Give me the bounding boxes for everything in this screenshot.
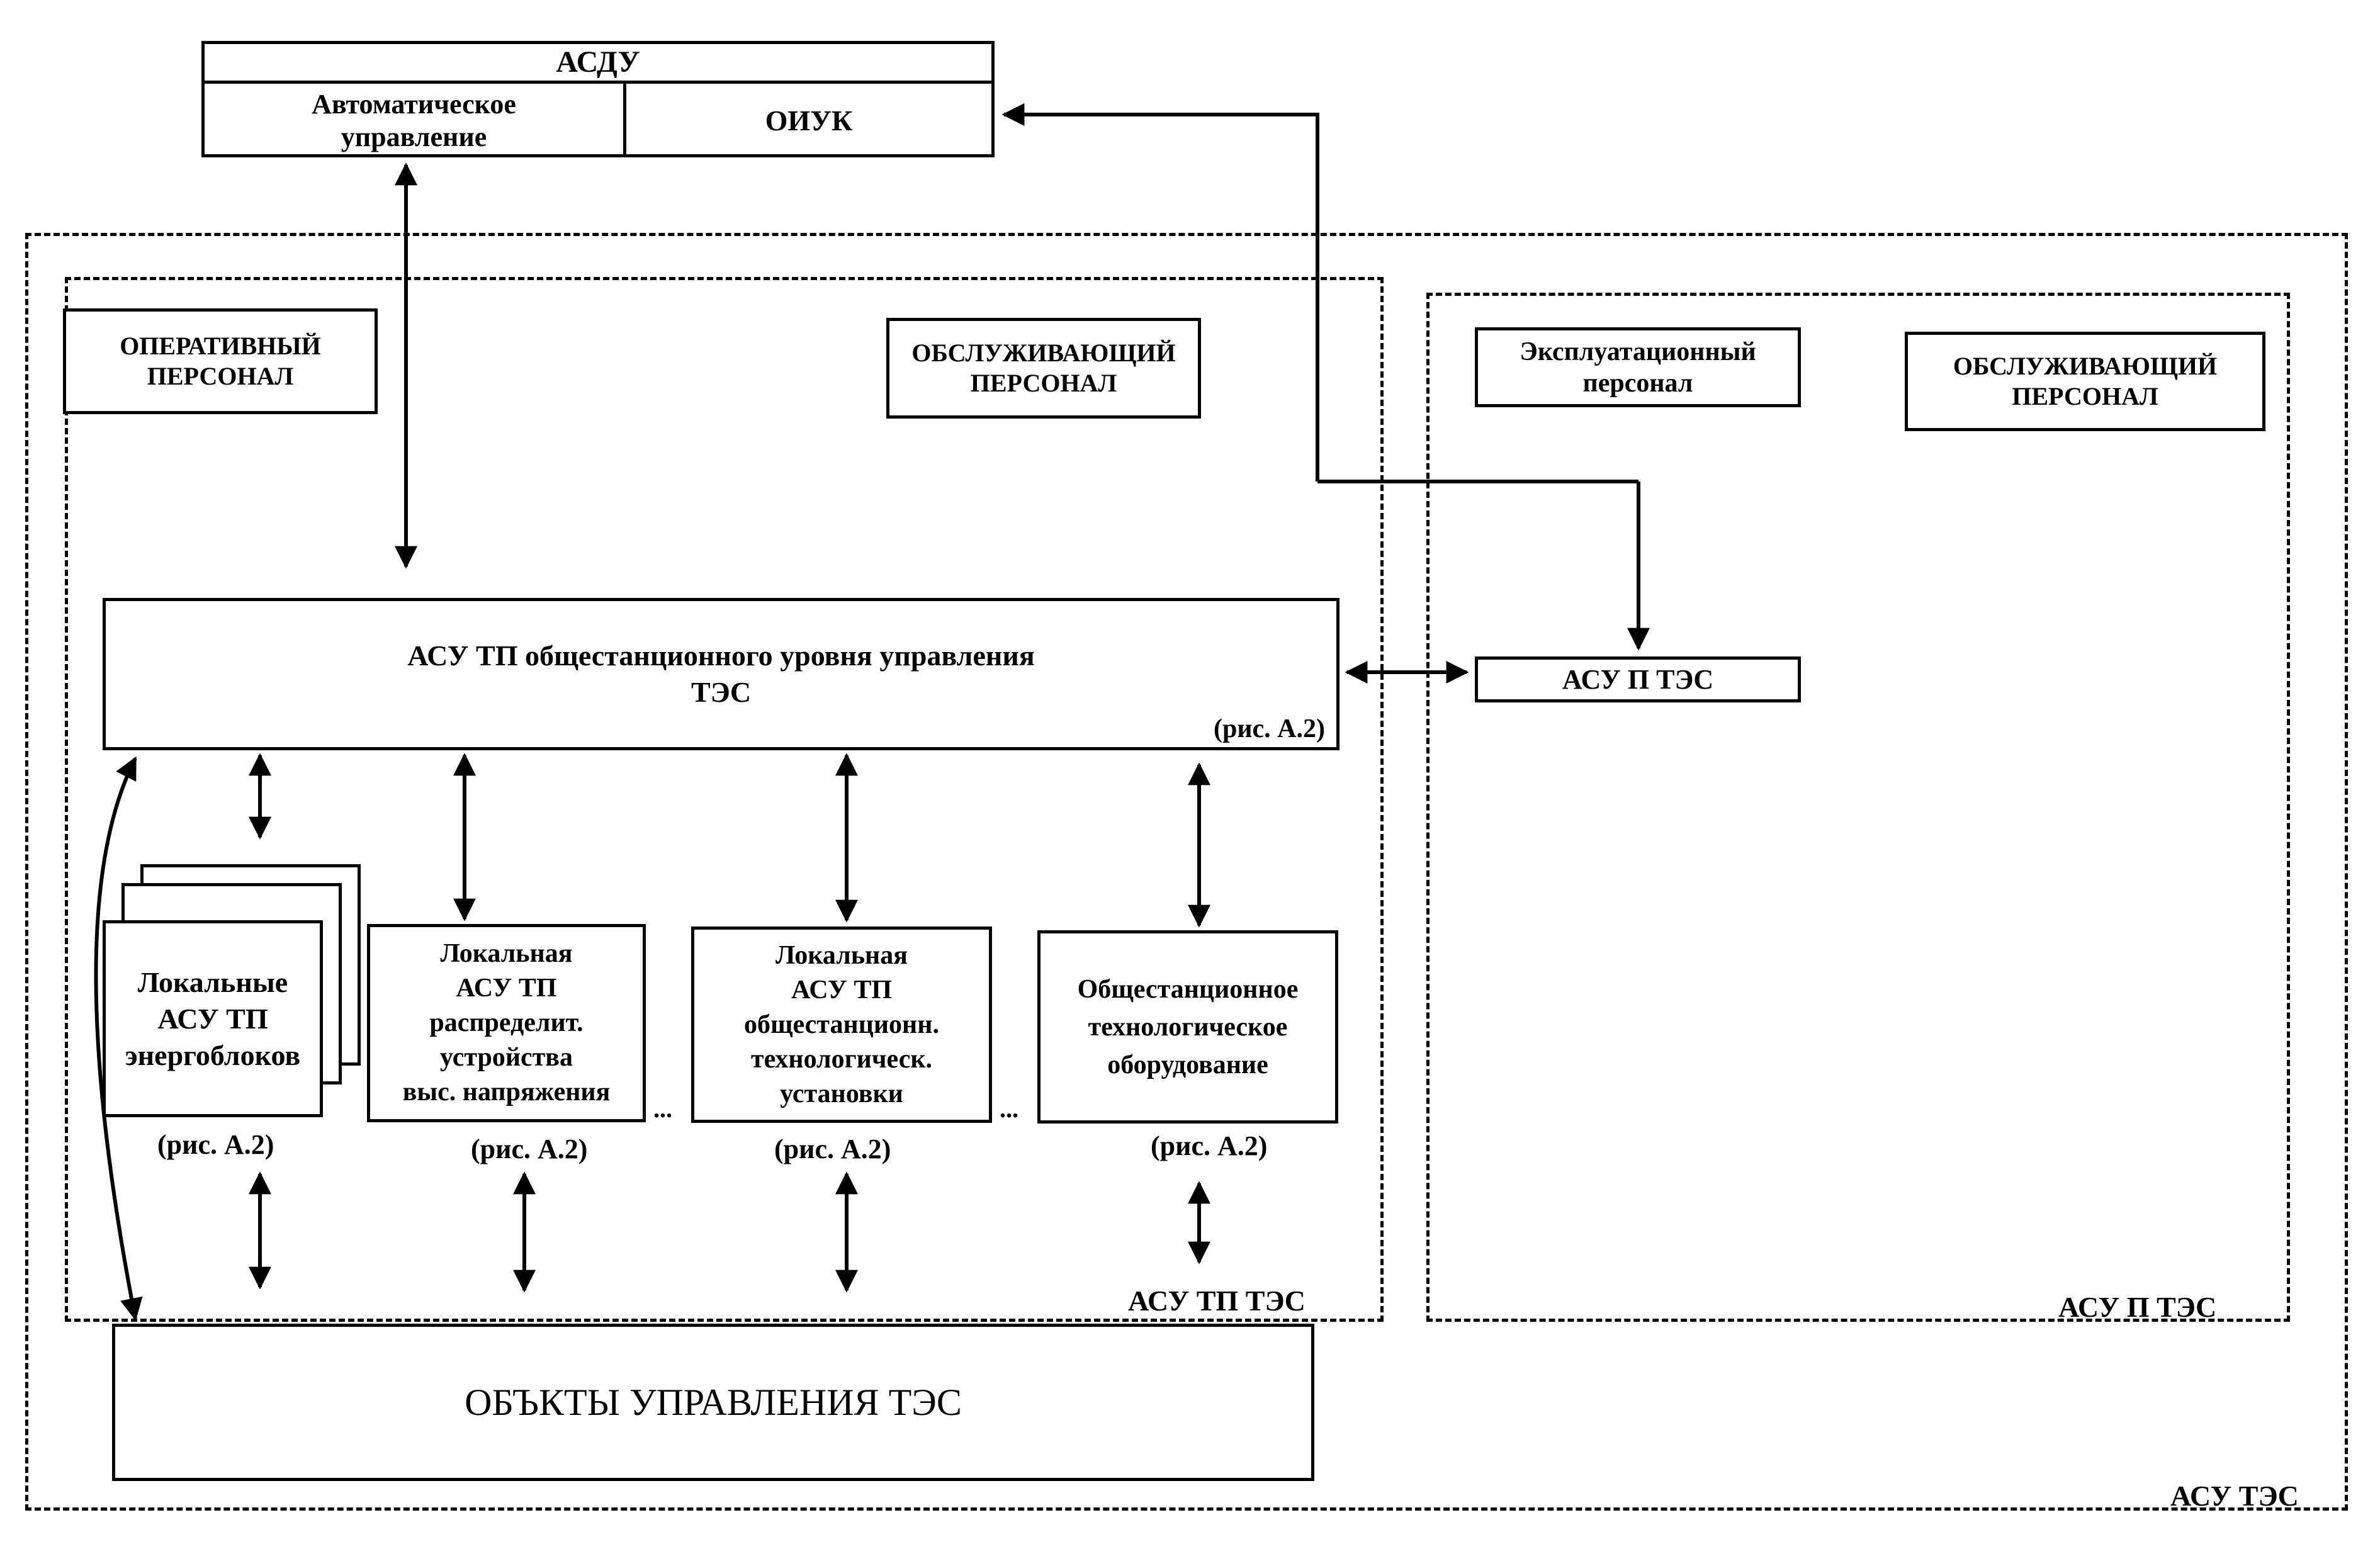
service-personnel-tp-box: ОБСЛУЖИВАЮЩИЙ ПЕРСОНАЛ <box>886 318 1201 419</box>
local-hv-box: Локальная АСУ ТП распределит. устройства… <box>367 924 646 1122</box>
station-equipment-ref: (рис. А.2) <box>1151 1130 1268 1161</box>
asu-p-tes-box: АСУ П ТЭС <box>1475 656 1801 702</box>
asu-tes-region <box>25 233 2348 1511</box>
asu-p-tes-label: АСУ П ТЭС <box>2058 1291 2217 1323</box>
arrow-oiuk <box>1001 103 1319 482</box>
asu-tes-label: АСУ ТЭС <box>2170 1480 2299 1512</box>
asdu-title: АСДУ <box>205 44 991 84</box>
auto-control-cell: Автоматическое управление <box>205 84 626 157</box>
station-level-ref: (рис. А.2) <box>1213 714 1325 743</box>
oiuk-cell: ОИУК <box>765 104 853 137</box>
asu-p-tes-region <box>1426 293 2290 1322</box>
asdu-block: АСДУ Автоматическое управление ОИУК <box>201 41 995 157</box>
dots-1: ... <box>653 1095 672 1123</box>
station-equipment-box: Общестанционное технологическое оборудов… <box>1037 930 1338 1124</box>
asu-tp-tes-region <box>65 277 1384 1322</box>
service-personnel-p-box: ОБСЛУЖИВАЮЩИЙ ПЕРСОНАЛ <box>1905 332 2265 431</box>
operation-personnel-box: Эксплуатационный персонал <box>1475 327 1801 407</box>
operative-personnel-box: ОПЕРАТИВНЫЙ ПЕРСОНАЛ <box>63 308 378 414</box>
local-hv-ref: (рис. А.2) <box>471 1134 588 1164</box>
control-objects-box: ОБЪКТЫ УПРАВЛЕНИЯ ТЭС <box>112 1324 1314 1481</box>
local-blocks-ref: (рис. А.2) <box>157 1129 274 1160</box>
dots-2: ... <box>1000 1095 1018 1123</box>
arrow-station-objects-curve <box>94 756 143 1321</box>
station-level-asu-tp-box: АСУ ТП общестанционного уровня управлени… <box>103 598 1339 750</box>
local-tech-box: Локальная АСУ ТП общестанционн. технолог… <box>691 927 992 1123</box>
asu-tp-tes-label: АСУ ТП ТЭС <box>1128 1285 1306 1317</box>
local-tech-ref: (рис. А.2) <box>774 1134 891 1164</box>
